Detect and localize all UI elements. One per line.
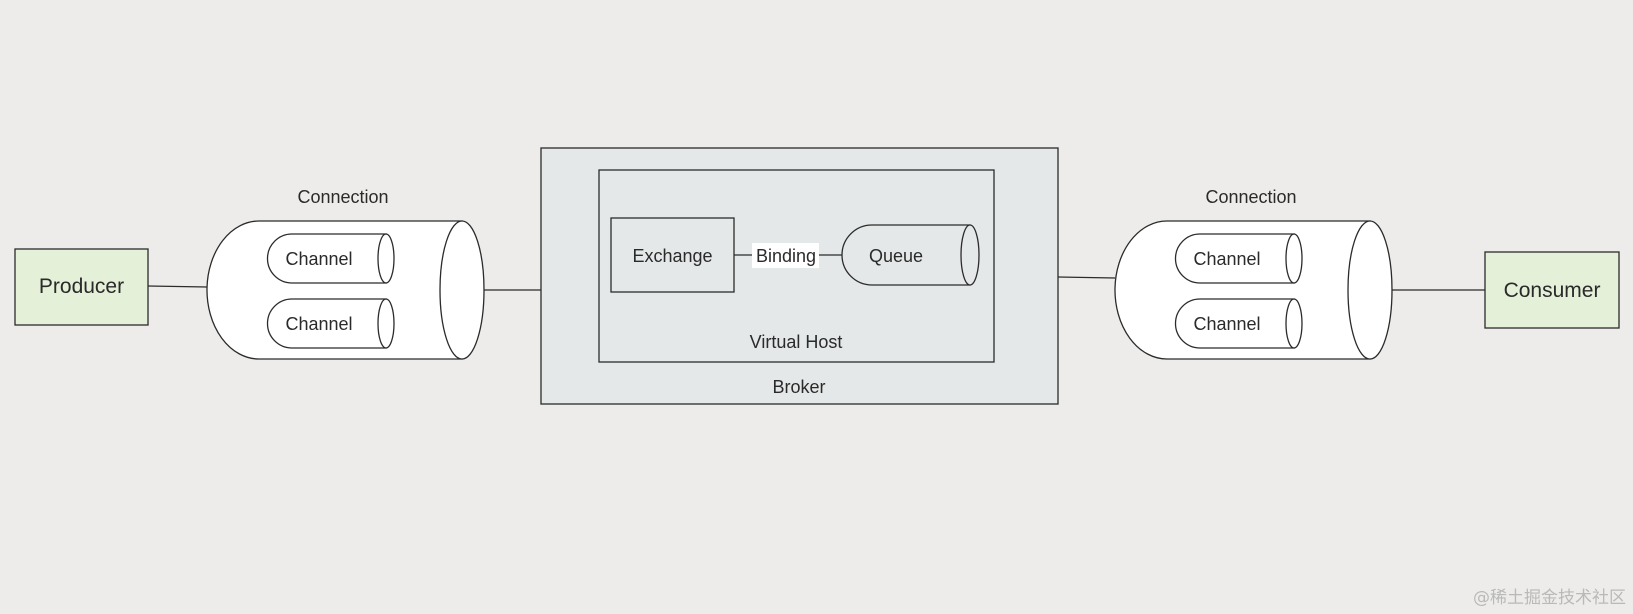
left-connection: Connection Channel Channel xyxy=(206,187,485,360)
consumer-label: Consumer xyxy=(1504,279,1601,302)
broker: Broker Virtual Host Exchange Binding Que… xyxy=(540,147,1059,405)
virtual-host: Virtual Host Exchange Binding Queue xyxy=(598,169,995,363)
right-channel-2-label: Channel xyxy=(1193,314,1260,334)
exchange-node: Exchange xyxy=(610,217,735,293)
right-channel-2: Channel xyxy=(1174,298,1303,349)
producer-connection-link xyxy=(147,285,208,288)
left-channel-2: Channel xyxy=(266,298,395,349)
broker-connection-link-right xyxy=(1057,276,1116,279)
broker-label: Broker xyxy=(772,377,825,397)
right-connection: Connection Channel Channel xyxy=(1114,187,1393,360)
left-connection-label: Connection xyxy=(297,187,388,207)
right-connection-tube-end xyxy=(1347,220,1393,360)
binding-label: Binding xyxy=(756,246,816,266)
watermark-text: @稀土掘金技术社区 xyxy=(1473,588,1626,608)
queue-label: Queue xyxy=(869,246,923,266)
binding-label-background xyxy=(752,243,819,268)
right-channel-1-label: Channel xyxy=(1193,249,1260,269)
left-channel-2-label: Channel xyxy=(285,314,352,334)
right-connection-label: Connection xyxy=(1205,187,1296,207)
consumer-node: Consumer xyxy=(1484,251,1620,329)
left-connection-tube-end xyxy=(439,220,485,360)
producer-node: Producer xyxy=(14,248,149,326)
right-channel-1: Channel xyxy=(1174,233,1303,284)
exchange-label: Exchange xyxy=(632,246,712,266)
queue-node: Queue xyxy=(841,224,980,286)
producer-label: Producer xyxy=(39,275,124,298)
virtual-host-label: Virtual Host xyxy=(750,332,843,352)
left-channel-1-label: Channel xyxy=(285,249,352,269)
left-channel-1: Channel xyxy=(266,233,395,284)
